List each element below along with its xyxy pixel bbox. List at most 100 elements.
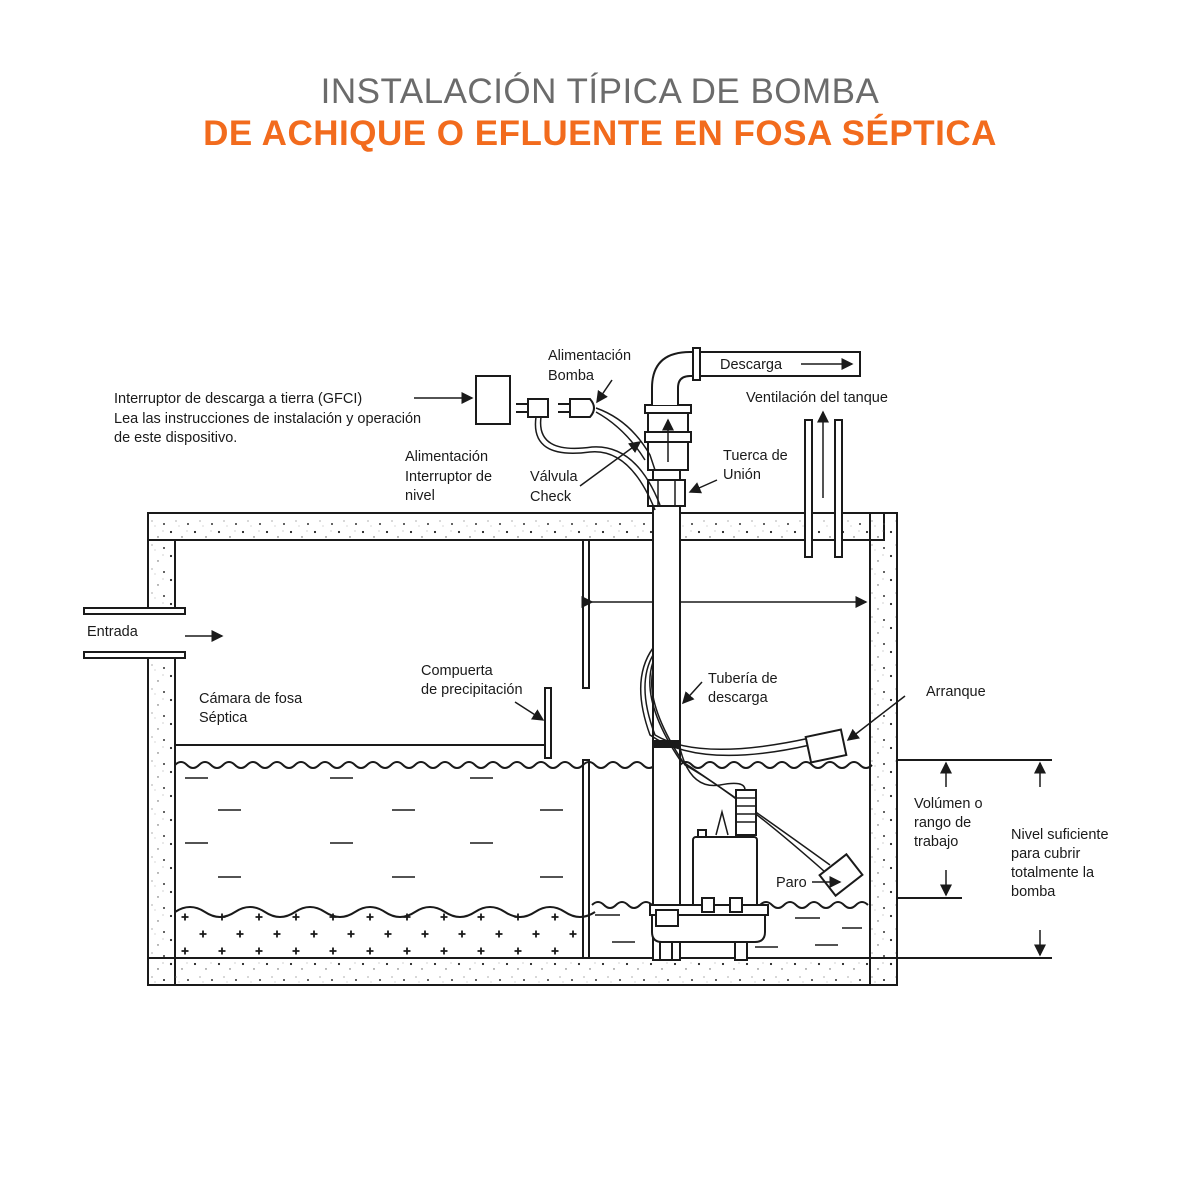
tank-walls bbox=[147, 512, 898, 986]
label-line: totalmente la bbox=[1011, 865, 1095, 881]
settling-baffle bbox=[544, 687, 552, 759]
sludge-plus-mark bbox=[384, 930, 392, 938]
divider-wall-lower bbox=[582, 759, 590, 959]
label-line: Cámara de fosa bbox=[199, 691, 303, 707]
sludge-plus-mark bbox=[181, 913, 189, 921]
discharge-pipe bbox=[644, 347, 861, 961]
stop-float bbox=[812, 852, 864, 898]
sludge-plus-mark bbox=[495, 930, 503, 938]
pump-volute bbox=[651, 914, 766, 943]
level-switch-plug bbox=[527, 398, 549, 418]
sludge-plus-mark bbox=[218, 913, 226, 921]
label-line: para cubrir bbox=[1011, 846, 1080, 862]
label-level-switch-power: Alimentación Interruptor de nivel bbox=[405, 449, 496, 504]
sludge-plus-mark bbox=[569, 930, 577, 938]
sludge-plus-mark bbox=[440, 947, 448, 955]
sludge-plus-mark bbox=[514, 947, 522, 955]
label-line: Alimentación bbox=[548, 348, 631, 364]
sludge-plus-mark bbox=[458, 930, 466, 938]
label-discharge-pipe: Tubería de descarga bbox=[708, 671, 782, 706]
label-stop-float: Paro bbox=[776, 875, 807, 891]
label-discharge: Descarga bbox=[720, 357, 783, 373]
start-float bbox=[804, 695, 906, 764]
sludge-plus-mark bbox=[477, 913, 485, 921]
sludge-plus-mark bbox=[440, 913, 448, 921]
label-line: Unión bbox=[723, 467, 761, 483]
pump-plug bbox=[569, 398, 595, 418]
label-start-float: Arranque bbox=[926, 684, 986, 700]
label-septic-chamber: Cámara de fosa Séptica bbox=[199, 691, 306, 726]
label-working-range: Volúmen o rango de trabajo bbox=[914, 796, 987, 850]
pump-leg bbox=[659, 941, 673, 961]
label-line: Nivel suficiente bbox=[1011, 827, 1109, 843]
sludge-plus-mark bbox=[199, 930, 207, 938]
sludge-plus-mark bbox=[477, 947, 485, 955]
sludge-plus-mark bbox=[366, 947, 374, 955]
label-line: descarga bbox=[708, 690, 769, 706]
label-union-nut: Tuerca de Unión bbox=[723, 448, 792, 483]
sludge-plus-mark bbox=[292, 947, 300, 955]
water-dashes bbox=[185, 777, 862, 948]
divider-wall-upper bbox=[582, 539, 590, 689]
discharge-elbow bbox=[651, 351, 698, 405]
label-line: bomba bbox=[1011, 884, 1056, 900]
gfci-outlet bbox=[414, 375, 595, 425]
label-pump-power: Alimentación Bomba bbox=[548, 348, 635, 384]
tank-vent-pipe bbox=[804, 410, 843, 558]
label-line: de este dispositivo. bbox=[114, 430, 237, 446]
baffle-pointer-arrow bbox=[514, 701, 545, 721]
cord-strain-relief bbox=[735, 789, 757, 836]
label-line: Alimentación bbox=[405, 449, 488, 465]
sludge-plus-mark bbox=[329, 947, 337, 955]
sludge-plus-mark bbox=[255, 913, 263, 921]
label-line: Tubería de bbox=[708, 671, 778, 687]
label-line: Interruptor de descarga a tierra (GFCI) bbox=[114, 391, 362, 407]
label-line: Bomba bbox=[548, 368, 595, 384]
label-tank-vent: Ventilación del tanque bbox=[746, 390, 888, 406]
label-line: Lea las instrucciones de instalación y o… bbox=[114, 411, 421, 427]
label-cover-level: Nivel suficiente para cubrir totalmente … bbox=[1011, 827, 1113, 900]
label-line: de precipitación bbox=[421, 682, 523, 698]
sludge-plus-mark bbox=[255, 947, 263, 955]
label-line: Séptica bbox=[199, 710, 248, 726]
level-dimensions bbox=[897, 759, 1052, 959]
sludge-plus-mark bbox=[329, 913, 337, 921]
sludge-plus-mark bbox=[310, 930, 318, 938]
sludge-plus-mark bbox=[236, 930, 244, 938]
sludge-plus-mark bbox=[403, 947, 411, 955]
title-line-2: DE ACHIQUE O EFLUENTE EN FOSA SÉPTICA bbox=[203, 114, 997, 153]
label-line: Interruptor de bbox=[405, 469, 492, 485]
label-line: nivel bbox=[405, 488, 435, 504]
pointer-arrows bbox=[579, 379, 718, 705]
label-settling-baffle: Compuerta de precipitación bbox=[421, 663, 523, 698]
sludge-plus-mark bbox=[514, 913, 522, 921]
sludge-plus-mark bbox=[532, 930, 540, 938]
label-line: rango de bbox=[914, 815, 971, 831]
label-line: Check bbox=[530, 489, 572, 505]
label-gfci: Interruptor de descarga a tierra (GFCI) … bbox=[114, 391, 425, 446]
label-line: Volúmen o bbox=[914, 796, 983, 812]
pump-leg bbox=[734, 941, 748, 961]
pump bbox=[649, 789, 769, 961]
label-check-valve: Válvula Check bbox=[530, 469, 582, 505]
pump-motor-housing bbox=[692, 836, 758, 908]
label-line: trabajo bbox=[914, 834, 958, 850]
water-surface bbox=[174, 761, 873, 918]
label-line: Tuerca de bbox=[723, 448, 788, 464]
sludge-plus-mark bbox=[347, 930, 355, 938]
sludge-plus-mark bbox=[273, 930, 281, 938]
sludge-plus-mark bbox=[551, 913, 559, 921]
sludge-plus-mark bbox=[366, 913, 374, 921]
label-inlet: Entrada bbox=[87, 624, 139, 640]
union-nut bbox=[647, 479, 686, 507]
sludge-plus-mark bbox=[218, 947, 226, 955]
sludge-plus-signs bbox=[181, 913, 577, 955]
sludge-plus-mark bbox=[181, 947, 189, 955]
label-line: Válvula bbox=[530, 469, 578, 485]
sludge-plus-mark bbox=[421, 930, 429, 938]
title-line-1: INSTALACIÓN TÍPICA DE BOMBA bbox=[320, 72, 880, 111]
sludge-plus-mark bbox=[551, 947, 559, 955]
power-cords bbox=[534, 407, 831, 873]
inlet-pipe bbox=[83, 607, 224, 659]
